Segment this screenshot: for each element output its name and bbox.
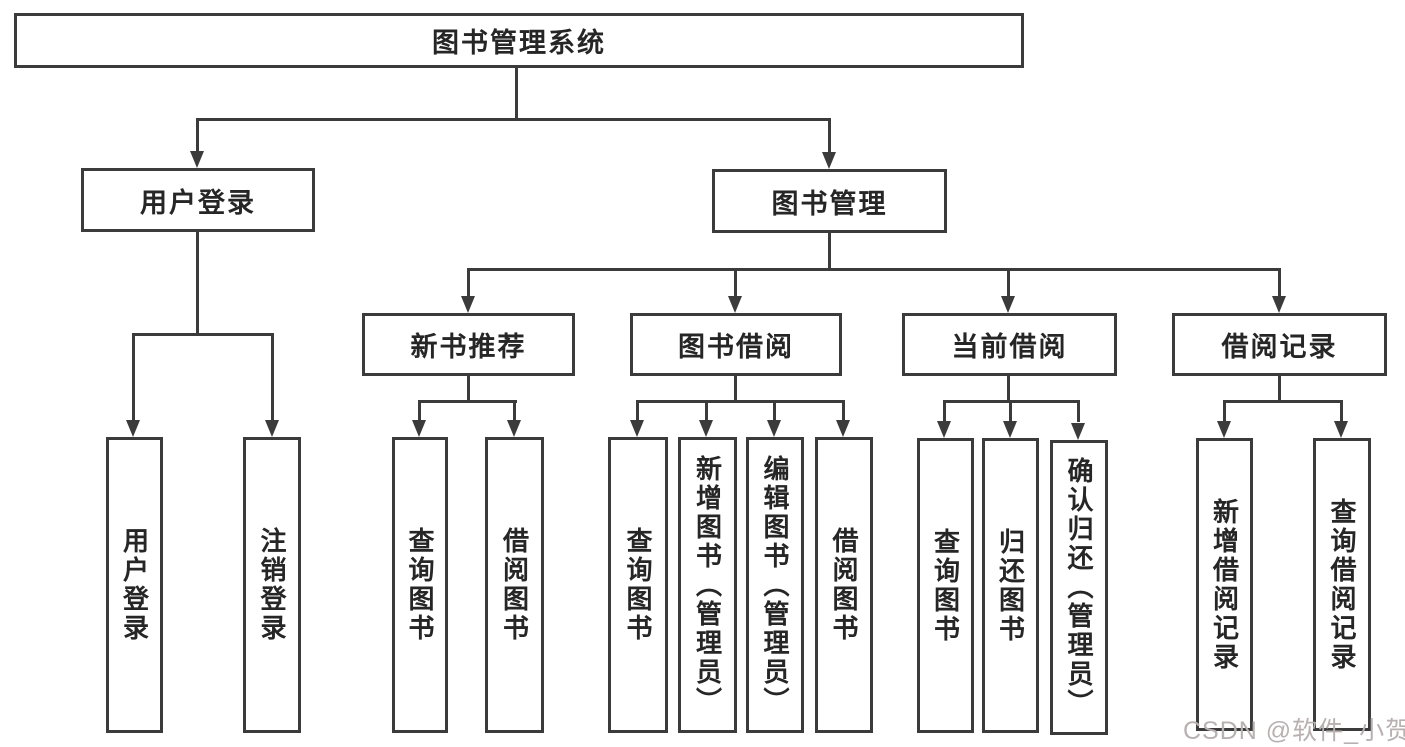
arrow-down-icon xyxy=(630,420,644,437)
arrow-down-icon xyxy=(767,420,781,437)
leaf-label: 借阅图书 xyxy=(829,527,859,643)
arrow-down-icon xyxy=(1001,296,1015,313)
connector xyxy=(1007,376,1010,403)
connector xyxy=(196,118,199,155)
leaf-label: 用户登录 xyxy=(119,527,150,643)
connector xyxy=(636,400,845,403)
arrow-down-icon xyxy=(836,420,850,437)
leaf-label: 查询图书 xyxy=(623,527,653,643)
connector xyxy=(515,68,518,119)
arrow-down-icon xyxy=(412,420,426,437)
leaf-label: 查询图书 xyxy=(930,527,961,644)
connector xyxy=(842,400,845,422)
connector xyxy=(1007,268,1010,298)
node-new-book-recommend-label: 新书推荐 xyxy=(410,332,527,362)
connector xyxy=(467,268,1281,271)
connector xyxy=(418,400,421,422)
node-borrow-record-label: 借阅记录 xyxy=(1221,332,1338,362)
leaf-current-query: 查询图书 xyxy=(917,438,974,733)
arrow-down-icon xyxy=(1217,421,1231,438)
leaf-borrow-query: 查询图书 xyxy=(608,437,668,733)
arrow-down-icon xyxy=(1071,423,1085,440)
connector xyxy=(467,268,470,298)
connector xyxy=(734,376,737,403)
connector xyxy=(132,333,274,336)
arrow-down-icon xyxy=(1272,296,1286,313)
arrow-down-icon xyxy=(937,421,951,438)
connector xyxy=(1077,400,1080,422)
node-borrow-record: 借阅记录 xyxy=(1172,313,1387,376)
leaf-label: 查询图书 xyxy=(405,527,435,643)
connector xyxy=(828,233,831,271)
arrow-down-icon xyxy=(126,420,140,437)
connector xyxy=(773,400,776,422)
node-book-borrow: 图书借阅 xyxy=(630,313,842,376)
leaf-record-query: 查询借阅记录 xyxy=(1313,438,1371,731)
connector xyxy=(196,232,199,335)
leaf-label: 查询借阅记录 xyxy=(1327,497,1357,672)
leaf-current-return: 归还图书 xyxy=(982,438,1039,733)
leaf-borrow-edit: 编辑图书（管理员） xyxy=(746,437,804,733)
connector xyxy=(271,333,274,421)
arrow-down-icon xyxy=(265,420,279,437)
node-book-borrow-label: 图书借阅 xyxy=(678,332,794,362)
node-root-label: 图书管理系统 xyxy=(432,28,606,58)
arrow-down-icon xyxy=(728,296,742,313)
leaf-newbook-borrow: 借阅图书 xyxy=(485,437,544,733)
connector xyxy=(1223,400,1226,422)
connector xyxy=(132,333,135,421)
leaf-label: 确认归还（管理员） xyxy=(1064,457,1094,718)
connector xyxy=(734,268,737,298)
leaf-label: 新增借阅记录 xyxy=(1209,497,1240,672)
arrow-down-icon xyxy=(1003,421,1017,438)
connector xyxy=(467,376,470,403)
connector xyxy=(1278,268,1281,298)
leaf-borrow-book: 借阅图书 xyxy=(815,437,873,733)
leaf-newbook-query: 查询图书 xyxy=(392,437,448,733)
connector xyxy=(636,400,639,422)
leaf-label: 编辑图书（管理员） xyxy=(760,454,790,716)
connector xyxy=(828,118,831,155)
leaf-label: 借阅图书 xyxy=(499,527,530,643)
leaf-user-login: 用户登录 xyxy=(106,437,163,733)
connector xyxy=(943,400,946,422)
connector xyxy=(418,400,517,403)
node-current-borrow: 当前借阅 xyxy=(902,313,1117,376)
node-book-management: 图书管理 xyxy=(712,169,947,233)
node-book-management-label: 图书管理 xyxy=(771,188,888,219)
arrow-down-icon xyxy=(822,152,836,169)
arrow-down-icon xyxy=(1334,421,1348,438)
node-current-borrow-label: 当前借阅 xyxy=(951,332,1068,362)
node-user-login: 用户登录 xyxy=(81,168,315,232)
arrow-down-icon xyxy=(699,420,713,437)
arrow-down-icon xyxy=(507,420,521,437)
connector xyxy=(705,400,708,422)
connector xyxy=(513,400,516,422)
arrow-down-icon xyxy=(461,296,475,313)
leaf-label: 归还图书 xyxy=(995,527,1026,644)
leaf-label: 注销登录 xyxy=(257,527,287,643)
connector xyxy=(1278,376,1281,403)
connector xyxy=(1009,400,1012,422)
node-user-login-label: 用户登录 xyxy=(140,187,256,218)
leaf-borrow-add: 新增图书（管理员） xyxy=(678,437,737,733)
connector xyxy=(1223,400,1342,403)
leaf-current-confirm: 确认归还（管理员） xyxy=(1050,440,1108,735)
csdn-watermark: CSDN @软件_小贺同学 xyxy=(1183,717,1405,745)
leaf-label: 新增图书（管理员） xyxy=(692,454,723,716)
leaf-record-add: 新增借阅记录 xyxy=(1196,438,1253,731)
node-root: 图书管理系统 xyxy=(14,13,1024,68)
connector xyxy=(196,118,831,121)
node-new-book-recommend: 新书推荐 xyxy=(362,313,575,376)
arrow-down-icon xyxy=(190,151,204,168)
leaf-logout: 注销登录 xyxy=(243,437,301,733)
connector xyxy=(1340,400,1343,422)
